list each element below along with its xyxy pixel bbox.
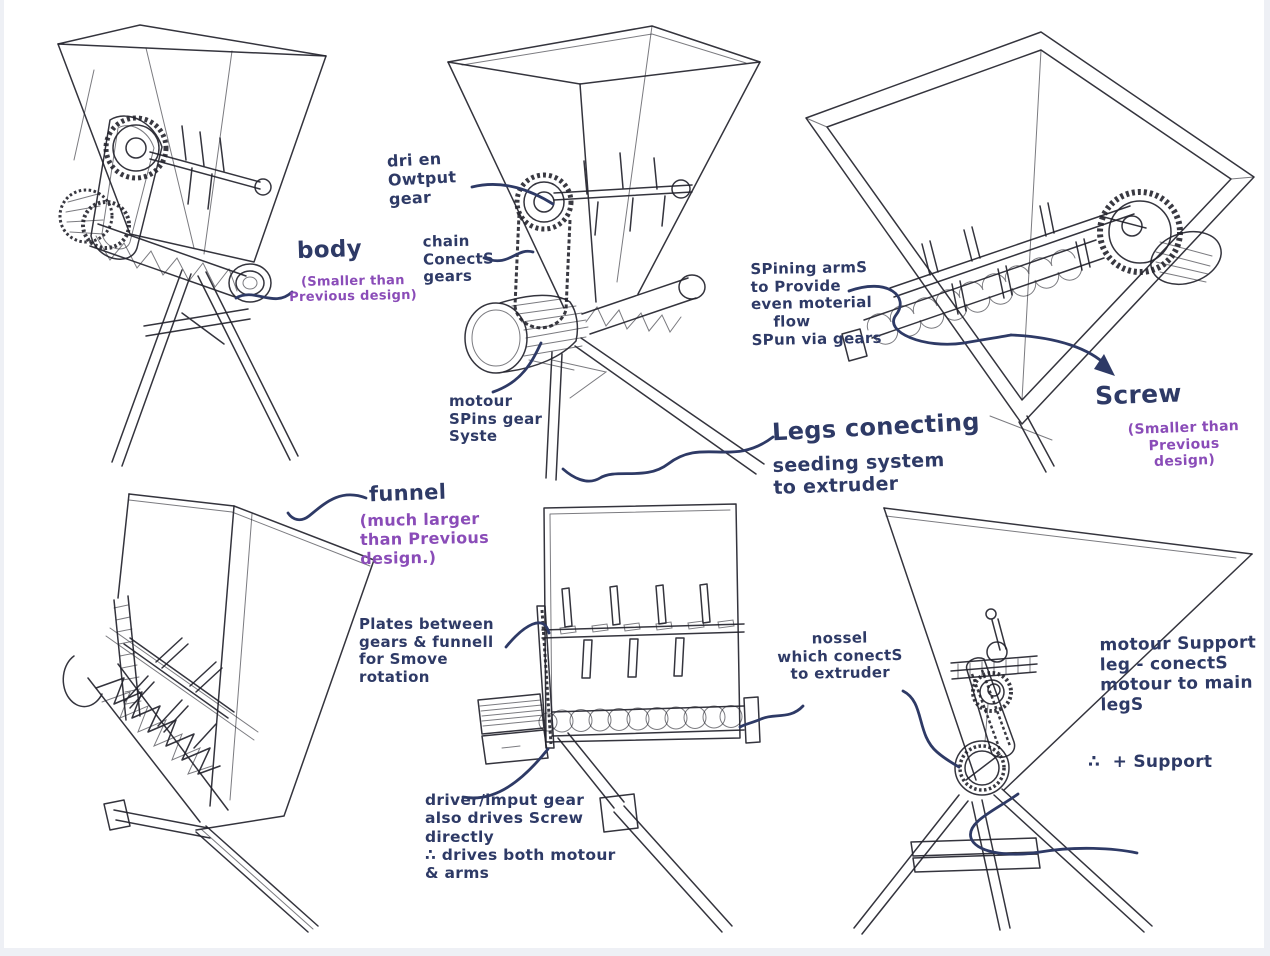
connector-legs	[561, 435, 775, 483]
note-funnel-larger: (much larger than Previous design.)	[359, 509, 490, 568]
sketch-front-view-hopper-screw-motor	[464, 490, 859, 935]
sketch-hopper-chain-drive-side-view	[34, 10, 344, 470]
label-motour-support-leg: motour Support leg - conectS motour to m…	[1099, 632, 1257, 716]
label-motour-spins-gear: motour SPins gear Syste	[449, 392, 543, 446]
label-plus-support: ∴ + Support	[1088, 752, 1213, 772]
note-screw-smaller: (Smaller than Previous design)	[1127, 417, 1245, 471]
connector-plates	[504, 621, 551, 649]
annotation-connector-lines	[234, 183, 1139, 856]
label-screw: Screw	[1094, 378, 1183, 411]
scan-frame-bottom	[0, 948, 1270, 956]
connector-funnel	[286, 493, 368, 522]
label-driver-imput-gear: driver/imput gear also drives Screw dire…	[425, 791, 616, 883]
screw-arrowhead-icon	[1094, 354, 1115, 376]
sketch-tilted-box-hopper-top-view	[794, 20, 1269, 475]
sketchbook-page: body (Smaller than Previous design) dri …	[4, 0, 1264, 948]
label-driven-output-gear: dri en Owtput gear	[386, 148, 457, 209]
connector-driven-gear	[470, 183, 555, 206]
label-chain-conects-gears: chain ConectS gears	[422, 231, 495, 286]
label-plates-between: Plates between gears & funnell for Smove…	[359, 615, 494, 687]
connector-extruder-to-motor	[901, 689, 961, 769]
note-body-smaller: (Smaller than Previous design)	[289, 273, 418, 306]
label-spining-arms: SPining armS to Provide even moterial fl…	[750, 258, 882, 349]
connector-motour	[491, 341, 543, 394]
connector-driver-gear	[461, 747, 550, 800]
connector-spining-arms	[847, 284, 1013, 346]
connector-nossel	[738, 704, 805, 729]
connector-support-leg	[969, 792, 1139, 856]
label-nossel: nossel which conectS to extruder	[777, 628, 903, 684]
connector-screw-arrow	[1009, 333, 1109, 368]
connector-body	[234, 290, 294, 301]
label-seeding-system: seeding system to extruder	[772, 449, 945, 500]
label-body: body	[296, 235, 363, 265]
sketch-funnel-front-view-gear-column-legs	[853, 480, 1270, 935]
label-funnel: funnel	[368, 479, 447, 507]
scan-frame-right	[1264, 0, 1270, 956]
sketch-hopper-motor-chain-three-quarter-view	[434, 10, 765, 481]
connector-chain	[482, 249, 535, 263]
scan-frame-left	[0, 0, 4, 956]
sketch-tilted-hopper-large-auger	[44, 480, 379, 935]
